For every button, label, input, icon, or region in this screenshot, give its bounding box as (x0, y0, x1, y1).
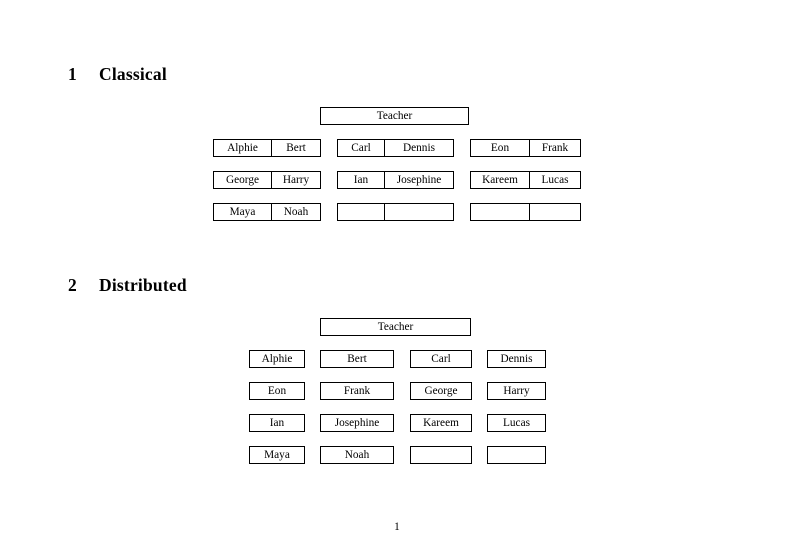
distributed-box: Dennis (487, 350, 546, 368)
distributed-box-empty (487, 446, 546, 464)
distributed-box: Frank (320, 382, 394, 400)
classical-cell: Noah (271, 204, 320, 220)
classical-teacher-box: Teacher (320, 107, 469, 125)
classical-group: Eon Frank (470, 139, 581, 157)
classical-cell: George (225, 174, 260, 186)
classical-cell: Bert (271, 140, 320, 156)
distributed-box: Josephine (320, 414, 394, 432)
classical-cell: Carl (351, 142, 371, 154)
classical-cell: Dennis (384, 140, 453, 156)
distributed-box: Harry (487, 382, 546, 400)
classical-cell: Josephine (384, 172, 453, 188)
distributed-box: Ian (249, 414, 305, 432)
classical-cell: Lucas (529, 172, 580, 188)
classical-cell-empty (471, 204, 529, 220)
classical-cell-empty (384, 204, 453, 220)
classical-cell: Alphie (227, 142, 258, 154)
classical-cell: Eon (490, 142, 510, 154)
distributed-box: Kareem (410, 414, 472, 432)
page-number: 1 (394, 521, 400, 533)
classical-cell: Frank (529, 140, 580, 156)
classical-cell: Harry (271, 172, 320, 188)
distributed-box-empty (410, 446, 472, 464)
section-number: 2 (68, 275, 77, 295)
distributed-box: Eon (249, 382, 305, 400)
distributed-teacher-box: Teacher (320, 318, 471, 336)
distributed-box: Maya (249, 446, 305, 464)
classical-group: Ian Josephine (337, 171, 454, 189)
classical-cell-empty (529, 204, 580, 220)
classical-group-empty (470, 203, 581, 221)
section-title: Classical (99, 64, 167, 84)
section-heading-classical: 1 Classical (68, 64, 167, 85)
distributed-box: Alphie (249, 350, 305, 368)
classical-cell-empty (338, 204, 384, 220)
classical-group: Maya Noah (213, 203, 321, 221)
classical-group: George Harry (213, 171, 321, 189)
distributed-box: Carl (410, 350, 472, 368)
classical-cell: Kareem (482, 174, 518, 186)
section-title: Distributed (99, 275, 187, 295)
distributed-box: Lucas (487, 414, 546, 432)
section-heading-distributed: 2 Distributed (68, 275, 187, 296)
distributed-box: Noah (320, 446, 394, 464)
classical-group: Alphie Bert (213, 139, 321, 157)
classical-group: Kareem Lucas (470, 171, 581, 189)
classical-cell: Ian (353, 174, 369, 186)
classical-group-empty (337, 203, 454, 221)
distributed-box: Bert (320, 350, 394, 368)
distributed-box: George (410, 382, 472, 400)
section-number: 1 (68, 64, 77, 84)
classical-cell: Maya (229, 206, 256, 218)
classical-group: Carl Dennis (337, 139, 454, 157)
